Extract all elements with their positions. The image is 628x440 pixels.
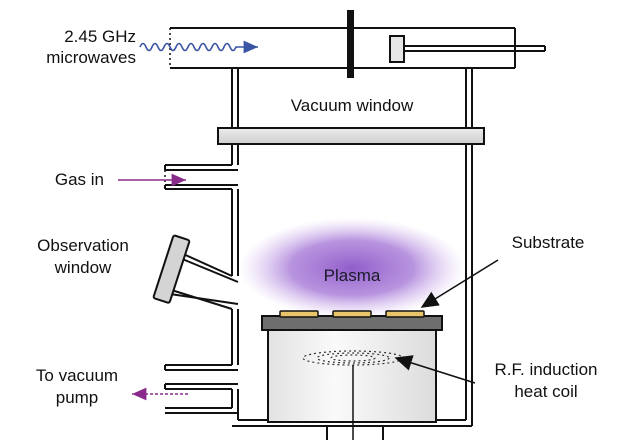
vacuum-pump-port — [164, 364, 238, 414]
substrate-holder-body — [267, 329, 437, 423]
observation-window-label-line1: Observation — [37, 236, 129, 255]
coil-label-line2: heat coil — [514, 382, 578, 401]
plasma-label: Plasma — [323, 266, 381, 285]
substrate-piece-1 — [279, 310, 319, 318]
upper-neck — [231, 68, 473, 128]
vacuum-window-plate — [217, 127, 485, 145]
substrate-label: Substrate — [511, 233, 585, 252]
substrate-stage — [261, 315, 443, 331]
microwaves-label-line1: 2.45 GHz — [64, 27, 136, 46]
substrate-piece-3 — [385, 310, 425, 318]
vacuum-window-label: Vacuum window — [290, 96, 414, 115]
microwave-wave — [139, 40, 258, 54]
observation-window-glass — [152, 234, 191, 304]
waveguide — [169, 27, 516, 69]
gas-in-label: Gas in — [54, 170, 104, 189]
vacuum-pump-label-line2: pump — [55, 388, 99, 407]
gas-inlet-port — [164, 164, 238, 190]
tuning-plunger — [389, 35, 546, 63]
substrate-leader — [420, 259, 499, 308]
microwaves-label-line2: microwaves — [46, 48, 136, 67]
waveguide-iris — [347, 10, 354, 78]
plasma-cloud — [240, 218, 464, 318]
substrates — [279, 310, 425, 318]
coil-label-line1: R.F. induction — [494, 360, 598, 379]
observation-window-label-line2: window — [54, 258, 112, 277]
base-feedthrough — [326, 426, 384, 440]
substrate-piece-2 — [332, 310, 372, 318]
vacuum-pump-label-line1: To vacuum — [35, 366, 119, 385]
coil-leader — [394, 355, 476, 384]
